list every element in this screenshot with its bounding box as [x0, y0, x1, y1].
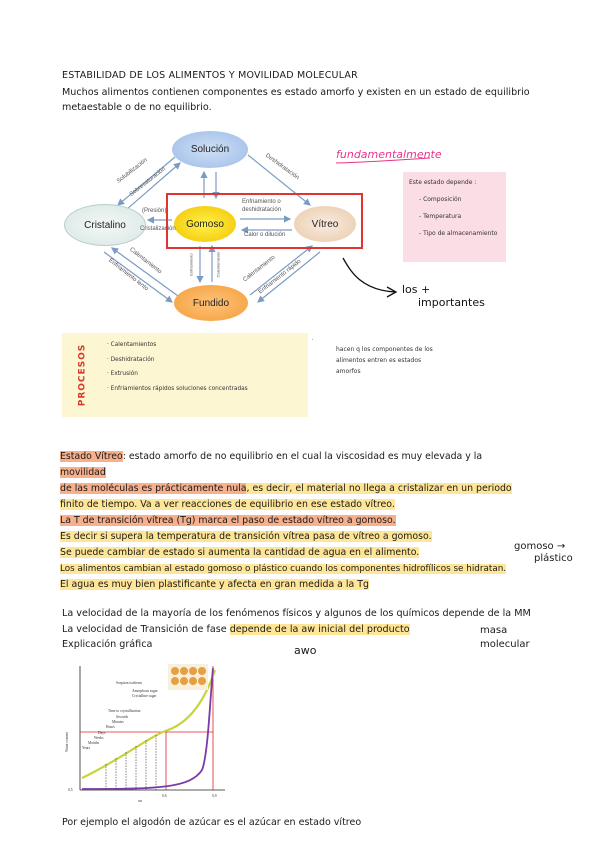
list-item: · Extrusión — [107, 371, 138, 377]
highlight-aw: depende de la aw inicial del producto — [229, 623, 410, 635]
chart-annotation: Days — [98, 731, 106, 735]
label-deshidratacion-2: deshidratación — [242, 207, 282, 213]
pink-note-item: - Composición — [419, 196, 462, 203]
annotation-los-importantes: los + importantes — [396, 283, 485, 309]
label-enfriamiento-o: Enfriamiento o — [242, 199, 281, 205]
chart-annotation: Minutes — [112, 720, 124, 724]
annotation-masa-molecular: masa molecular — [480, 624, 530, 652]
text-span: , es decir, el material no llega a crist… — [246, 483, 512, 494]
chart-annotation: Time to crystallization — [108, 709, 141, 713]
annotation-importantes: importantes — [418, 296, 485, 309]
pink-note-item: - Tipo de almacenamiento — [419, 230, 498, 237]
chart-xlabel: aw — [138, 799, 143, 803]
chart-annotation: Amorphous sugar — [132, 689, 158, 693]
water-content-chart: Water content aw 0,6 0,9 0,5 Sorption is… — [65, 664, 225, 803]
crystalline-sugar-image — [168, 664, 208, 690]
annotation-awo: awo — [294, 644, 317, 657]
node-gomoso: Gomoso — [174, 206, 236, 242]
x-tick-label: 0,9 — [212, 794, 217, 799]
text-line: Los alimentos cambian al estado gomoso o… — [60, 564, 507, 574]
text-span: : estado amorfo de no equilibrio en el c… — [122, 451, 483, 462]
label-enfriamiento-v: Enfriamiento — [188, 253, 194, 276]
chart-annotation: Years — [82, 746, 91, 750]
text-line: El agua es muy bien plastificante y afec… — [60, 579, 369, 590]
list-item: · Deshidratación — [107, 356, 155, 363]
side-note-gomoso: gomoso → plástico — [514, 541, 573, 565]
chart-annotation: Sorption isotherm — [116, 681, 142, 685]
pink-note-heading: Este estado depende : — [409, 179, 477, 186]
chart-annotation: Seconds — [116, 715, 129, 719]
procesos-note: hacen q los componentes de los alimentos… — [336, 346, 433, 375]
annotation-fundamentalmente: fundamentalmente — [336, 148, 442, 161]
highlight-moleculas: de las moléculas es prácticamente nula — [60, 483, 247, 494]
masa-line: masa — [480, 625, 508, 636]
node-fundido: Fundido — [174, 285, 248, 321]
list-item: · Enfriamientos rápidos soluciones conce… — [107, 385, 248, 392]
state-diagram-arrows — [103, 154, 431, 340]
text-line: La velocidad de la mayoría de los fenóme… — [62, 608, 531, 619]
label-calentamiento-v: Calentamiento — [215, 251, 221, 278]
side-note-line: gomoso → — [514, 541, 566, 552]
term-estado-vitreo: Estado Vítreo — [60, 451, 123, 462]
procesos-box — [62, 333, 308, 417]
text-span: La velocidad de Transición de fase — [62, 623, 230, 635]
label-calor-dilucion: Calor o dilución — [244, 232, 286, 238]
lower-text: La velocidad de la mayoría de los fenóme… — [62, 606, 532, 653]
text-line: Es decir si supera la temperatura de tra… — [60, 531, 432, 542]
chart-annotation: Hours — [106, 725, 115, 729]
node-cristalino: Cristalino — [64, 204, 146, 246]
side-note-line: plástico — [534, 553, 573, 564]
procesos-title: PROCESOS — [77, 343, 88, 407]
chart-axes — [79, 666, 225, 791]
vitreo-paragraph: Estado Vítreo: estado amorfo de no equil… — [60, 449, 530, 593]
page-title: ESTABILIDAD DE LOS ALIMENTOS Y MOVILIDAD… — [62, 70, 358, 81]
footer-text: Por ejemplo el algodón de azúcar es el a… — [62, 817, 362, 828]
sorption-isotherm-curve — [81, 669, 217, 779]
node-vitreo: Vítreo — [294, 206, 356, 242]
highlight-tg: La T de transición vítrea (Tg) marca el … — [60, 515, 396, 526]
chart-annotation: Crystalline sugar — [132, 694, 157, 698]
list-item: · Calentamientos — [107, 342, 157, 348]
pink-note: Este estado depende : - Composición - Te… — [403, 172, 506, 262]
masa-line: molecular — [480, 639, 530, 650]
intro-text: Muchos alimentos contienen componentes e… — [62, 87, 530, 113]
text-line: finito de tiempo. Va a ver reacciones de… — [60, 499, 395, 510]
label-cristalizacion: Cristalización — [140, 226, 176, 232]
chart-annotation: Weeks — [94, 736, 104, 740]
drop-lines — [105, 735, 157, 790]
crystalline-sugar-curve — [81, 667, 214, 790]
pink-note-item: - Temperatura — [419, 213, 462, 220]
annotation-los-plus: los + — [402, 283, 431, 296]
highlight-box — [166, 193, 363, 249]
y-tick-label: 0,5 — [68, 788, 73, 793]
text-line: Se puede cambiar de estado si aumenta la… — [60, 547, 420, 558]
node-solucion: Solución — [172, 131, 248, 168]
text-line: Explicación gráfica — [62, 639, 153, 650]
label-presion: (Presión) — [142, 208, 167, 214]
procesos-list: · Calentamientos · Deshidratación · Extr… — [107, 338, 248, 396]
x-tick-label: 0,6 — [162, 794, 167, 799]
chart-annotation: Months — [88, 741, 100, 745]
chart-ylabel: Water content — [65, 732, 69, 752]
highlight-movilidad: movilidad — [60, 467, 106, 478]
